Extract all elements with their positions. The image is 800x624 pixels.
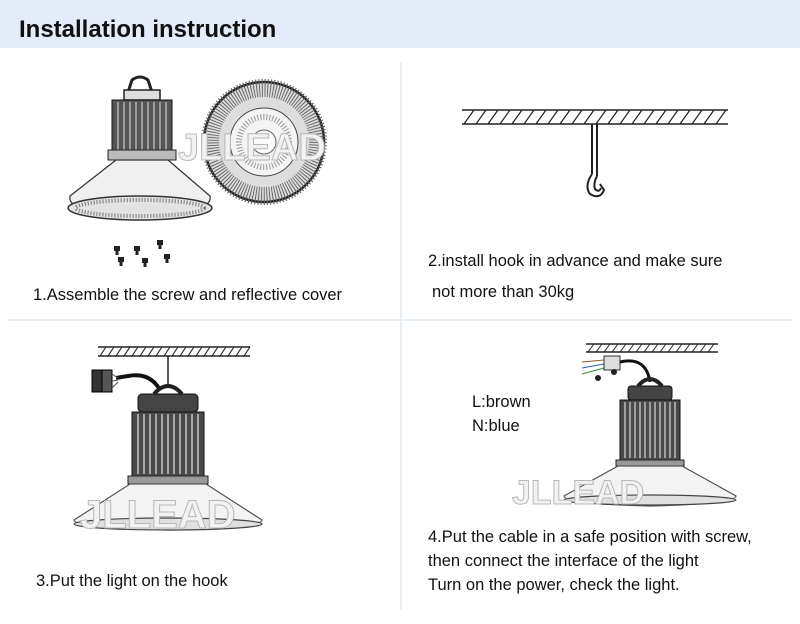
ceiling-icon xyxy=(462,109,728,125)
wiring-icon xyxy=(581,355,652,383)
vertical-divider xyxy=(400,62,402,610)
page-title: Installation instruction xyxy=(19,16,277,43)
highbay-lamp-icon xyxy=(563,377,737,507)
header-bar: Installation instruction xyxy=(0,0,800,48)
watermark-logo: JLLEAD xyxy=(80,493,236,537)
reflective-cover-icon xyxy=(201,79,327,205)
step-3-caption: 3.Put the light on the hook xyxy=(36,572,228,590)
terminal-block-icon xyxy=(91,369,162,393)
hook-icon xyxy=(586,124,606,198)
wire-live-label: L:brown xyxy=(472,393,531,411)
horizontal-divider xyxy=(8,319,792,321)
step-4-caption-line1: 4.Put the cable in a safe position with … xyxy=(428,528,752,546)
highbay-lamp-icon xyxy=(73,384,263,531)
screws-icon xyxy=(114,240,170,267)
step-1-caption: 1.Assemble the screw and reflective cove… xyxy=(33,286,343,304)
step-2-caption-line1: 2.install hook in advance and make sure xyxy=(428,252,723,270)
wire-neutral-label: N:blue xyxy=(472,417,520,435)
watermark-logo: JLLEAD xyxy=(178,127,326,169)
ceiling-icon xyxy=(586,343,718,353)
watermark-logo: JLLEAD xyxy=(512,474,644,512)
highbay-lamp-icon xyxy=(67,75,213,221)
step-2-caption-line2: not more than 30kg xyxy=(432,283,575,301)
ceiling-icon xyxy=(98,346,251,357)
step-4-caption-line2: then connect the interface of the light xyxy=(428,552,699,570)
step-4-caption-line3: Turn on the power, check the light. xyxy=(428,576,680,594)
